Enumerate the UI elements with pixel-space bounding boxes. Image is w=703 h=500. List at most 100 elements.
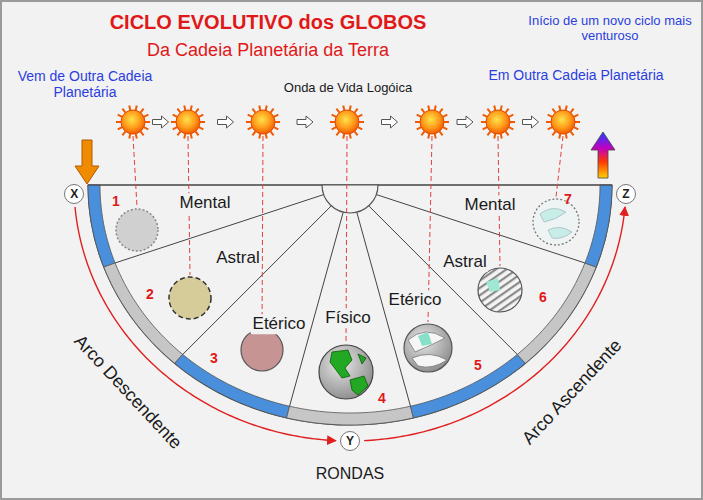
sun-ray xyxy=(350,105,351,110)
plane-label: Físico xyxy=(323,308,372,328)
sun-ray xyxy=(566,105,567,110)
plane-divider xyxy=(183,206,332,355)
sun-ray xyxy=(509,127,514,129)
sun-ray xyxy=(494,134,495,139)
band-segment xyxy=(585,185,612,267)
sun-ray xyxy=(343,134,344,139)
sun-ray xyxy=(354,131,357,135)
sun-ray xyxy=(191,105,192,110)
plane-label: Astral xyxy=(214,248,261,268)
hub xyxy=(322,185,378,213)
outer-band xyxy=(88,185,612,425)
subtitle: Da Cadeia Planetária da Terra xyxy=(147,40,389,61)
new-cycle-note: Início de um novo ciclo mais venturoso xyxy=(528,14,693,44)
globe-mental xyxy=(116,209,158,251)
marker-letter: Z xyxy=(622,188,629,200)
sun-ray xyxy=(505,131,508,135)
sun-ray xyxy=(129,105,130,110)
sun-ray xyxy=(116,121,121,123)
sun-ray xyxy=(505,109,508,113)
callout-number: 3 xyxy=(210,350,218,366)
flow-arrow xyxy=(297,116,313,128)
source-note: Vem de Outra Cadeia Planetária xyxy=(18,68,153,100)
plane-label: Etérico xyxy=(387,290,444,310)
sun-ray xyxy=(118,115,123,117)
sun-ray xyxy=(200,121,205,123)
sun-ray xyxy=(350,134,351,139)
round-marker: Y xyxy=(340,431,360,451)
sun-ray xyxy=(136,105,137,110)
sun-disc xyxy=(121,110,145,134)
sun-ray xyxy=(332,127,337,129)
sun-ray xyxy=(428,105,429,110)
sun-ray xyxy=(510,121,515,123)
globe-fisico xyxy=(319,345,373,399)
sun-ray xyxy=(354,109,357,113)
sun-ray xyxy=(501,134,502,139)
sun-ray xyxy=(483,127,488,129)
sun-disc xyxy=(486,110,510,134)
sun-ray xyxy=(417,115,422,117)
callout-number: 1 xyxy=(112,193,120,209)
sun xyxy=(330,105,364,138)
sun-ray xyxy=(332,115,337,117)
sun-ray xyxy=(574,127,579,129)
sun-ray xyxy=(199,115,204,117)
sun-ray xyxy=(184,134,185,139)
sun-ray xyxy=(336,131,339,135)
plane-label: Mental xyxy=(177,193,232,213)
sun-ray xyxy=(435,105,436,110)
plane-label: Astral xyxy=(441,252,488,272)
flow-arrow xyxy=(153,116,169,128)
sun-ray xyxy=(575,121,580,123)
sun-ray xyxy=(552,109,555,113)
sun xyxy=(171,105,205,138)
sun xyxy=(415,105,449,138)
sun-disc xyxy=(251,110,275,134)
sun-ray xyxy=(481,121,486,123)
sun-ray xyxy=(144,127,149,129)
arc-connector xyxy=(75,207,336,441)
sun-leaders xyxy=(133,136,563,343)
sun-ray xyxy=(509,115,514,117)
sun-disc xyxy=(176,110,200,134)
plane-dividers xyxy=(115,195,585,407)
sun-ray xyxy=(171,121,176,123)
sun-ray xyxy=(487,109,490,113)
sun-ray xyxy=(191,134,192,139)
band-segment xyxy=(410,354,525,417)
sun-ray xyxy=(195,109,198,113)
sun-ray xyxy=(566,134,567,139)
sun-ray xyxy=(129,134,130,139)
sun-ray xyxy=(122,131,125,135)
incoming-arrow xyxy=(75,140,99,184)
wave-label: Onda de Vida Logóica xyxy=(284,81,412,96)
sun-ray xyxy=(259,134,260,139)
sun-ray xyxy=(570,131,573,135)
globe-eterico-2 xyxy=(404,324,452,372)
sun-disc xyxy=(335,110,359,134)
sun-ray xyxy=(443,127,448,129)
sun-ray xyxy=(136,134,137,139)
sun-ray xyxy=(358,115,363,117)
callout-number: 5 xyxy=(474,357,482,373)
sun-disc xyxy=(420,110,444,134)
sun-ray xyxy=(574,115,579,117)
sun-ray xyxy=(359,121,364,123)
plane-label: Mental xyxy=(462,195,517,215)
sun-ray xyxy=(336,109,339,113)
sun-ray xyxy=(494,105,495,110)
sun-ray xyxy=(421,131,424,135)
flow-arrow xyxy=(457,116,473,128)
sun-ray xyxy=(252,109,255,113)
sun-ray xyxy=(570,109,573,113)
sun-ray xyxy=(140,109,143,113)
leader-line xyxy=(556,136,563,197)
sun xyxy=(546,105,580,138)
sun-ray xyxy=(274,115,279,117)
sun-ray xyxy=(140,131,143,135)
semicircle xyxy=(88,185,612,425)
sun-ray xyxy=(552,131,555,135)
sun-ray xyxy=(559,105,560,110)
